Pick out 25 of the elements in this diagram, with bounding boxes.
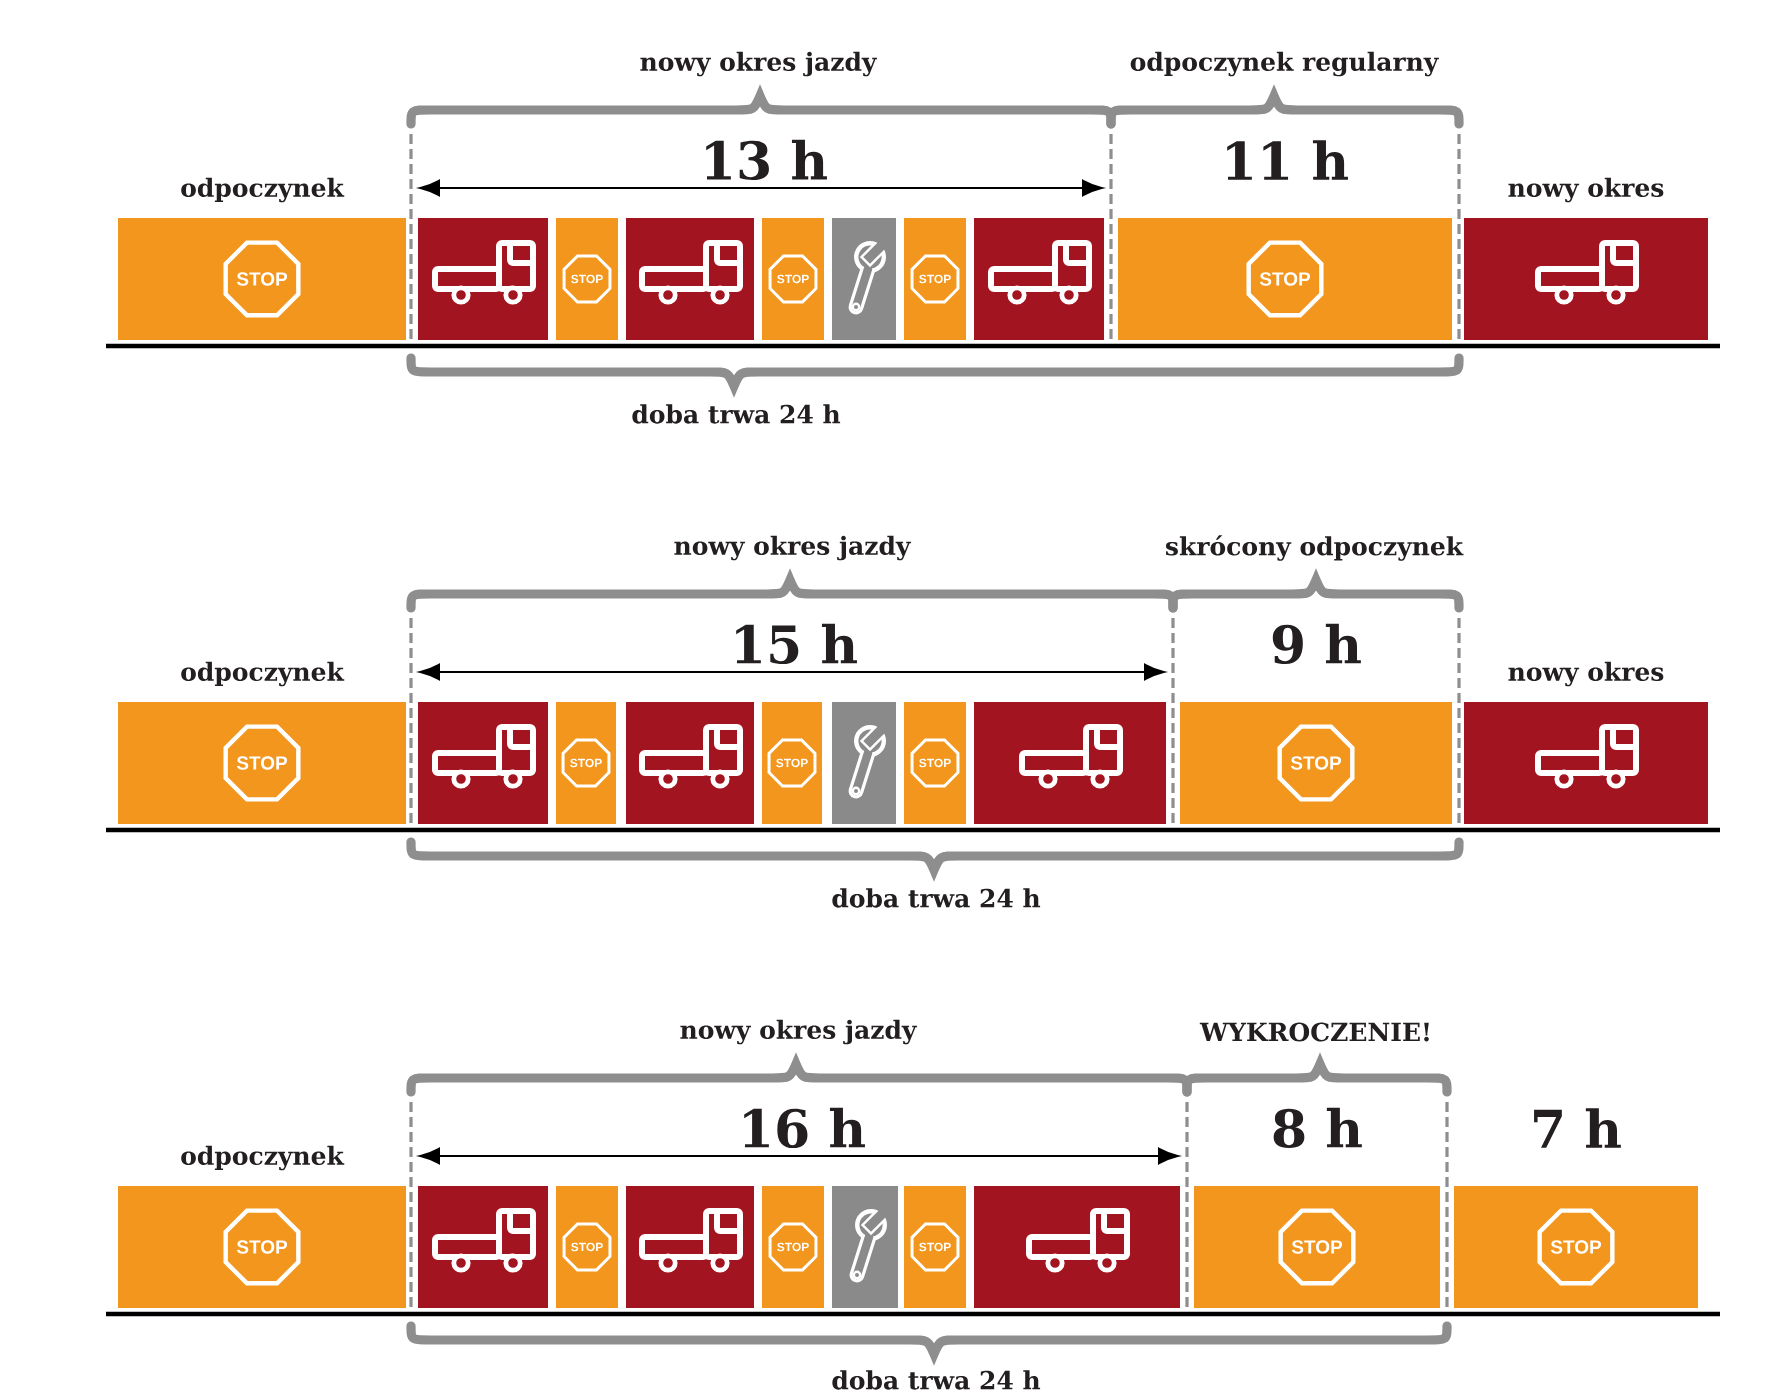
bracket-label: doba trwa 24 h	[832, 1370, 1041, 1390]
bracket-label: doba trwa 24 h	[632, 404, 841, 424]
bracket-label: odpoczynek regularny	[1130, 51, 1439, 77]
duration-label: 9 h	[1272, 623, 1361, 665]
duration-label: 11 h	[1227, 140, 1348, 180]
driving-segment	[1464, 702, 1708, 824]
duration-label: 13 h	[706, 139, 827, 181]
bracket-label: doba trwa 24 h	[832, 888, 1041, 908]
segment-label: nowy okres	[1508, 177, 1664, 203]
segment-label: odpoczynek	[181, 1145, 345, 1171]
segment-label: odpoczynek	[181, 661, 345, 687]
bracket-label: nowy okres jazdy	[674, 535, 912, 561]
duration-label: 16 h	[744, 1107, 865, 1149]
driving-segment	[1464, 218, 1708, 340]
bracket-label: WYKROCZENIE!	[1199, 1022, 1429, 1042]
segment-label: odpoczynek	[181, 177, 345, 203]
driving-segment	[974, 1186, 1180, 1308]
duration-label: 7 h	[1534, 1108, 1621, 1148]
bracket-label: nowy okres jazdy	[680, 1019, 918, 1045]
driving-segment	[974, 702, 1166, 824]
duration-label: 8 h	[1273, 1107, 1362, 1149]
duration-label: 15 h	[736, 623, 857, 665]
bracket-label: nowy okres jazdy	[640, 51, 878, 77]
segment-label: nowy okres	[1508, 661, 1664, 687]
bracket-label: skrócony odpoczynek	[1165, 535, 1464, 561]
